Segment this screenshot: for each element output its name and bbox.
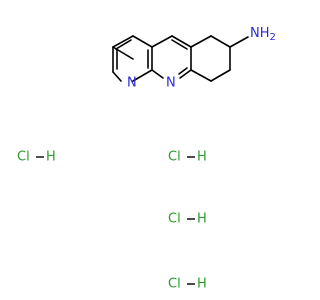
- molecule-structure: N N NH2 Cl H Cl H Cl H Cl H: [17, 26, 276, 292]
- hcl-counterion-1: Cl H: [17, 150, 56, 165]
- bond: [210, 69, 231, 82]
- amine-label: NH2: [250, 26, 276, 43]
- cyclohexyl-ring: [190, 35, 249, 82]
- bond: [132, 69, 153, 82]
- bond: [210, 35, 231, 48]
- bond: [229, 36, 249, 48]
- bond: [151, 69, 164, 79]
- bond: [132, 35, 153, 48]
- hcl-counterion-2: Cl H: [168, 150, 207, 165]
- central-nitrogen-label: N: [166, 76, 176, 91]
- bond: [190, 69, 212, 82]
- hydrogen-label: H: [46, 150, 56, 165]
- amine-nh-text: NH: [250, 26, 270, 41]
- bond: [112, 35, 134, 48]
- bond: [171, 35, 192, 48]
- bond: [151, 35, 173, 48]
- bond: [171, 39, 188, 50]
- bond: [178, 67, 188, 75]
- bond: [112, 71, 122, 82]
- pyridine-nitrogen-label: N: [127, 76, 137, 91]
- chlorine-label: Cl: [168, 212, 181, 227]
- hydrogen-label: H: [197, 277, 207, 292]
- amine-subscript: 2: [270, 32, 276, 43]
- bond: [115, 39, 132, 50]
- chlorine-label: Cl: [17, 150, 30, 165]
- hydrogen-label: H: [197, 150, 207, 165]
- pyridine-ring: [112, 35, 153, 82]
- bond: [190, 35, 212, 48]
- chlorine-label: Cl: [168, 150, 181, 165]
- central-ring: [151, 35, 192, 79]
- hydrogen-label: H: [197, 212, 207, 227]
- hcl-counterion-3: Cl H: [168, 212, 207, 227]
- hcl-counterion-4: Cl H: [168, 277, 207, 292]
- chlorine-label: Cl: [168, 277, 181, 292]
- bond: [179, 69, 192, 79]
